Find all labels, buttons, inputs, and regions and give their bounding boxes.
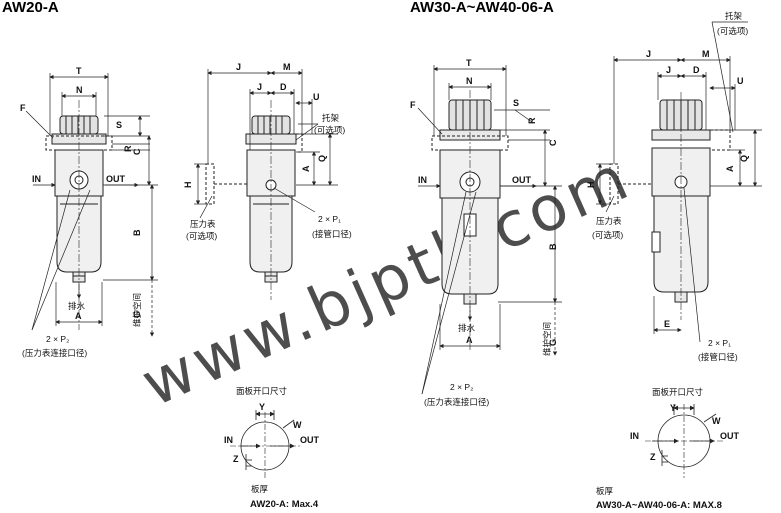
- watermark-text: www.bjptk.com: [131, 140, 642, 421]
- port-out-panel-left: OUT: [300, 435, 320, 445]
- bracket-opt-right: (可选项): [717, 26, 748, 36]
- dim-j-left: J: [236, 62, 241, 72]
- panel-cut-label-right: 面板开口尺寸: [652, 387, 704, 397]
- p1-label-right: 2 × P₁: [708, 338, 731, 348]
- dim-s-left: S: [116, 120, 122, 130]
- port-out-right: OUT: [512, 175, 532, 185]
- plate-spec-right: AW30-A~AW40-06-A: MAX.8: [596, 500, 722, 511]
- dim-g-right: G: [548, 339, 558, 346]
- dim-a2-left: A: [301, 165, 311, 172]
- p2-desc-right: (压力表连接口径): [424, 397, 489, 407]
- panel-cutout-right: [645, 404, 725, 478]
- dim-d-right: D: [693, 65, 700, 75]
- aw30-front-dims: [417, 65, 562, 395]
- dim-b-left: B: [132, 229, 142, 236]
- p2-label-left: 2 × P₂: [46, 334, 69, 344]
- dim-z-left: Z: [233, 454, 239, 464]
- dim-t-right: T: [466, 58, 472, 68]
- dim-h-right: H: [586, 182, 596, 189]
- p1-desc-left: (接管口径): [312, 229, 352, 239]
- dim-y-left: Y: [259, 402, 265, 412]
- aw30-side-dims: [596, 21, 762, 343]
- aw30-side-view: [609, 92, 731, 320]
- bracket-label-right: 托架: [725, 11, 743, 21]
- port-out-left: OUT: [106, 174, 126, 184]
- dim-u-right: U: [737, 76, 744, 86]
- plate-label-right: 板厚: [596, 486, 614, 496]
- dim-d-left: D: [280, 82, 287, 92]
- title-aw20: AW20-A: [2, 0, 59, 16]
- dim-g-left: G: [132, 311, 142, 318]
- dim-f-left: F: [20, 103, 26, 113]
- dim-q-left: Q: [317, 155, 327, 162]
- aw20-front-dims: [25, 73, 158, 337]
- dim-a-right: A: [466, 335, 473, 345]
- drain-label-left: 排水: [68, 301, 86, 311]
- dim-w-left: W: [293, 420, 302, 430]
- dim-s-right: S: [513, 98, 519, 108]
- maint-label-right: 维护空间: [542, 322, 552, 356]
- aw20-front-view: [45, 100, 113, 330]
- dim-e-right: E: [664, 319, 670, 329]
- p1-desc-right: (接管口径): [698, 352, 738, 362]
- dim-m-right: M: [702, 49, 710, 59]
- gauge-opt-left: (可选项): [186, 231, 217, 241]
- port-in-panel-left: IN: [224, 435, 233, 445]
- dim-j-right: J: [646, 49, 651, 59]
- maint-label-left: 维护空间: [132, 293, 142, 327]
- dim-a-left: A: [75, 311, 82, 321]
- bracket-opt-left: (可选项): [314, 125, 345, 135]
- dim-j2-right: J: [666, 65, 671, 75]
- dim-j2-left: J: [257, 82, 262, 92]
- port-in-left: IN: [32, 174, 41, 184]
- aw20-side-view: [205, 100, 303, 300]
- bracket-label-left: 托架: [322, 113, 340, 123]
- dim-u-left: U: [313, 92, 320, 102]
- dim-f-right: F: [410, 100, 416, 110]
- port-in-right: IN: [418, 175, 427, 185]
- p2-desc-left: (压力表连接口径): [22, 348, 87, 358]
- panel-cut-label-left: 面板开口尺寸: [236, 386, 288, 396]
- title-aw30-aw40: AW30-A~AW40-06-A: [410, 0, 554, 16]
- drain-label-right: 排水: [458, 323, 476, 333]
- dim-y-right: Y: [670, 403, 676, 413]
- p1-label-left: 2 × P₁: [318, 214, 341, 224]
- p2-label-right: 2 × P₂: [450, 382, 473, 392]
- port-in-panel-right: IN: [630, 431, 639, 441]
- panel-cutout-left: [230, 410, 302, 480]
- dim-m-left: M: [283, 62, 291, 72]
- dim-b-right: B: [548, 243, 558, 250]
- dim-t-left: T: [76, 66, 82, 76]
- gauge-label-right: 压力表: [596, 216, 622, 226]
- dim-z-right: Z: [650, 452, 656, 462]
- dim-c-left: C: [132, 148, 142, 155]
- aw30-front-view: [431, 90, 509, 350]
- dim-r-right: R: [527, 117, 537, 124]
- gauge-opt-right: (可选项): [592, 230, 623, 240]
- dim-a2-right: A: [725, 165, 735, 172]
- plate-label-left: 板厚: [251, 484, 269, 494]
- dim-c-right: C: [548, 139, 558, 146]
- dim-q-right: Q: [739, 155, 749, 162]
- dim-n-right: N: [466, 76, 473, 86]
- dim-r-left: R: [123, 145, 133, 152]
- dim-w-right: W: [712, 416, 721, 426]
- aw20-side-dims: [194, 69, 338, 219]
- plate-spec-left: AW20-A: Max.4: [250, 499, 319, 510]
- port-out-panel-right: OUT: [720, 431, 740, 441]
- dim-h-left: H: [183, 182, 193, 189]
- dim-n-left: N: [76, 85, 83, 95]
- gauge-label-left: 压力表: [190, 219, 216, 229]
